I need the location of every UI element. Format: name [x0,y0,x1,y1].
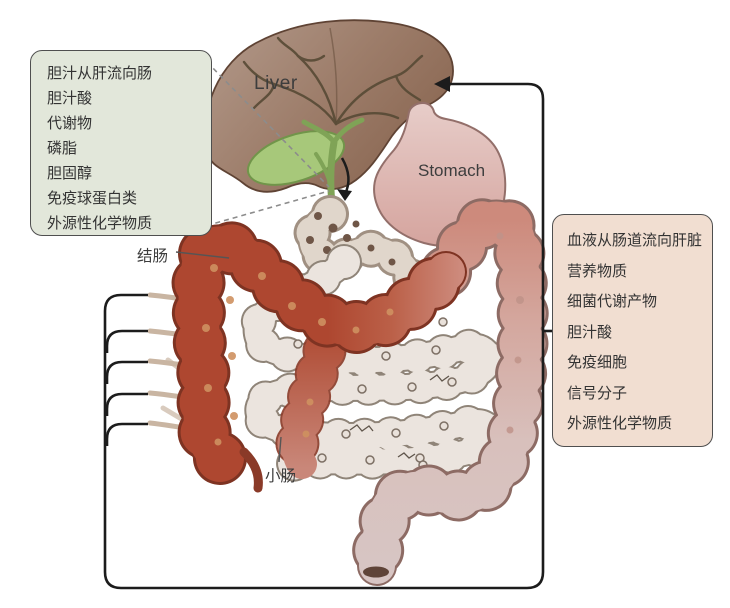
colon-ascending-transverse [170,218,473,493]
terminal-ileum-loop [275,306,354,486]
colon-descending-dots [496,232,524,434]
colon-label: 结肠 [137,248,169,265]
portal-flow-main-line [103,82,545,590]
bile-callout-item: 胆固醇 [47,165,93,182]
stomach-label: Stomach [418,161,486,180]
liver-label: Liver [254,73,298,94]
gallbladder [246,130,346,186]
bile-callout-item: 免疫球蛋白类 [47,190,138,207]
bile-callout-item: 胆汁酸 [47,90,93,107]
duodenum-microbe-dots [306,212,396,266]
bile-flow-callout: 胆汁从肝流向肠 胆汁酸 代谢物 磷脂 胆固醇 免疫球蛋白类 外源性化学物质 [30,50,212,236]
blood-flow-callout: 血液从肠道流向肝脏 营养物质 细菌代谢产物 胆汁酸 免疫细胞 信号分子 外源性化… [552,214,713,447]
small-intestine-label: 小肠 [265,468,297,485]
blood-callout-item: 营养物质 [567,262,628,280]
label-pointer-lines [175,251,282,463]
portal-flow-frame [103,76,552,590]
blood-callout-title: 血液从肠道流向肝脏 [567,232,703,249]
bile-callout-item: 磷脂 [47,140,78,157]
bile-flow-arrow [337,157,352,201]
bile-callout-title: 胆汁从肝流向肠 [47,65,153,82]
blood-callout-item: 免疫细胞 [567,354,628,371]
colon-descending-rectum [351,193,549,592]
liver-vessel-branches [242,36,424,126]
bile-callout-item: 外源性化学物质 [47,215,153,232]
colon-label-line [175,251,230,259]
liver-lobe-divide [329,27,338,125]
colon-lumen-dots [202,264,394,446]
blood-callout-item: 细菌代谢产物 [567,293,658,310]
blood-callout-item: 外源性化学物质 [567,415,673,432]
to-liver-arrowhead [434,76,450,92]
small-intestine-label-line [278,436,282,463]
bile-callout-dashed-lines [197,61,330,229]
blood-callout-item: 胆汁酸 [567,323,613,341]
blood-callout-item: 信号分子 [567,384,628,402]
bile-callout-item: 代谢物 [47,115,93,132]
appendix [239,447,263,493]
anus-tip [363,566,389,578]
